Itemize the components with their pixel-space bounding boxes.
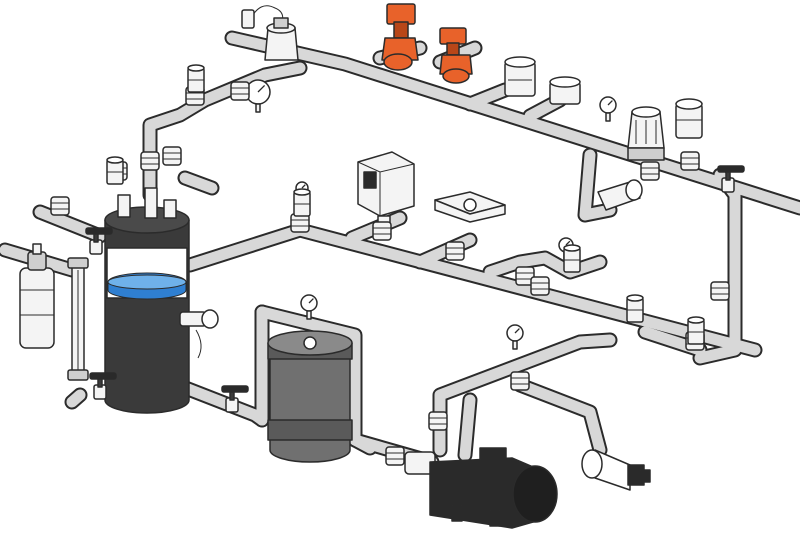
- pressure-switches: [106, 64, 705, 345]
- pipe-run-fill: [144, 62, 306, 201]
- pressure-gauge-icon: [599, 96, 617, 122]
- level-sight-glass: [67, 257, 89, 381]
- storage-tank: [104, 187, 219, 414]
- gauge-cap: [504, 56, 536, 97]
- gauge-cap: [549, 76, 581, 105]
- actuated-valve: [357, 151, 415, 231]
- pipe-union-icon: [428, 411, 448, 431]
- flow-meter: [434, 191, 506, 223]
- pipe-union-icon: [230, 81, 250, 101]
- pressure-switch-icon: [563, 244, 581, 273]
- pipe-union-icon: [162, 146, 182, 166]
- pipe-union-icon: [640, 161, 660, 181]
- orange-solenoid-valve: [439, 27, 473, 84]
- ball-valves: [85, 165, 745, 413]
- filter-housing: [267, 330, 353, 463]
- pipe-run-fill: [66, 389, 86, 408]
- orange-solenoid-valve: [381, 3, 419, 71]
- pressure-regulator: [675, 98, 703, 139]
- pipe-union-icon: [372, 221, 392, 241]
- ball-valve-icon: [717, 165, 745, 193]
- pipe-run-fill: [459, 394, 476, 461]
- accumulator: [597, 179, 643, 211]
- pressure-switch-icon: [293, 188, 311, 217]
- ball-valve-icon: [221, 385, 249, 413]
- pipe-union-icon: [445, 241, 465, 261]
- pressure-switch-icon: [626, 294, 644, 323]
- inline-filter: [581, 449, 651, 491]
- pressure-regulator: [627, 106, 665, 161]
- pressure-gauge-icon: [300, 294, 318, 320]
- pipe-union-icon: [530, 276, 550, 296]
- pipe-run-fill: [184, 224, 761, 356]
- pressure-gauge-icon: [506, 324, 524, 350]
- pipe-union-icon: [510, 371, 530, 391]
- cartridge-filter-left: [19, 243, 55, 349]
- pipe-union-icon: [515, 266, 535, 286]
- pipe-union-icon: [385, 446, 405, 466]
- pipe-run-fill: [179, 172, 218, 194]
- pipe-run-fill: [579, 149, 616, 221]
- pressure-switch-icon: [106, 156, 124, 185]
- pressure-switch: [241, 5, 299, 61]
- ball-valve-icon: [89, 372, 117, 400]
- pipe-run-fill: [464, 84, 511, 110]
- pipe-union-icon: [50, 196, 70, 216]
- pipe-union-icon: [680, 151, 700, 171]
- pipe-run-fill: [514, 379, 606, 456]
- ball-valve-icon: [85, 227, 113, 255]
- pipe-union-icon: [710, 281, 730, 301]
- pressure-switch-icon: [187, 64, 205, 93]
- pump-motor: [404, 447, 558, 529]
- pressure-switch-icon: [687, 316, 705, 345]
- pipe-union-icon: [140, 151, 160, 171]
